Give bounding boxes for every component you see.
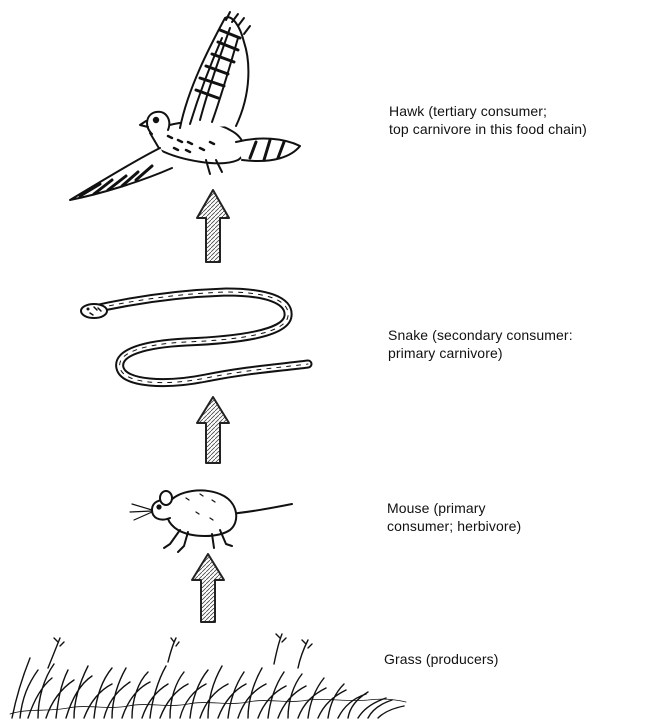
snake-label-line-2: primary carnivore): [388, 345, 573, 363]
grass-label: Grass (producers): [384, 651, 499, 669]
hawk-illustration: [60, 8, 310, 208]
snake-label-line-1: Snake (secondary consumer:: [388, 327, 573, 345]
arrow-grass-to-mouse: [190, 552, 226, 624]
hawk-label: Hawk (tertiary consumer; top carnivore i…: [389, 103, 587, 139]
snake-label: Snake (secondary consumer: primary carni…: [388, 327, 573, 363]
hawk-label-line-2: top carnivore in this food chain): [389, 121, 587, 139]
mouse-label-line-2: consumer; herbivore): [387, 518, 521, 536]
grass-illustration: [8, 628, 408, 720]
arrow-mouse-to-snake: [195, 395, 231, 465]
snake-illustration: [76, 280, 312, 400]
arrow-snake-to-hawk: [195, 188, 231, 264]
hawk-label-line-1: Hawk (tertiary consumer;: [389, 103, 587, 121]
mouse-label: Mouse (primary consumer; herbivore): [387, 500, 521, 536]
mouse-label-line-1: Mouse (primary: [387, 500, 521, 518]
mouse-illustration: [126, 478, 294, 556]
grass-label-line-1: Grass (producers): [384, 651, 499, 669]
